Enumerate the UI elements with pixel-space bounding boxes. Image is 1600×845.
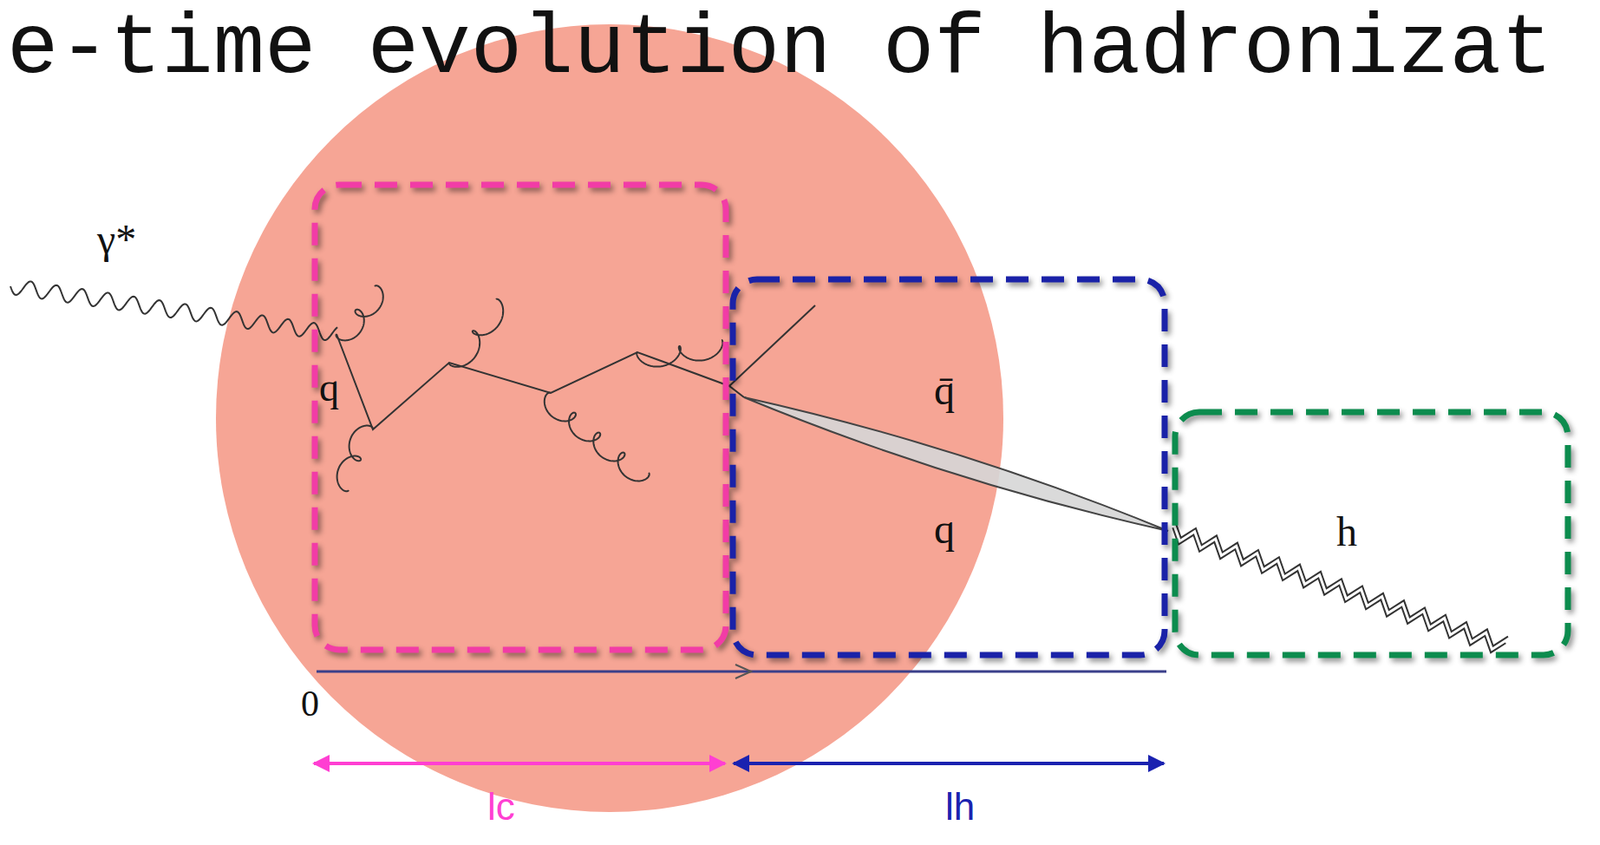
gluon-line bbox=[544, 392, 650, 482]
dashed-region-box: q bbox=[311, 181, 730, 654]
dashed-border bbox=[1175, 411, 1568, 655]
length-arrow bbox=[313, 761, 725, 765]
axis-arrowhead bbox=[735, 664, 752, 679]
highlight-circle bbox=[215, 24, 1004, 812]
photon-label: γ* bbox=[97, 218, 137, 261]
particle-label: q bbox=[319, 367, 340, 408]
particle-lines bbox=[10, 280, 1509, 653]
quark-line bbox=[729, 305, 816, 386]
particle-label: q̄ bbox=[933, 369, 955, 412]
slide-title: e-time evolution of hadronizat bbox=[6, 6, 1553, 93]
axis-line bbox=[316, 670, 1167, 673]
particle-label: q bbox=[933, 508, 955, 550]
particle-label: h bbox=[1336, 510, 1358, 553]
photon-line bbox=[10, 280, 338, 340]
length-label: lc bbox=[487, 787, 516, 826]
quark-line bbox=[336, 333, 745, 430]
dashed-region-box: h bbox=[1171, 408, 1572, 659]
string-tube bbox=[744, 397, 1169, 531]
length-label: lh bbox=[945, 787, 975, 826]
dashed-outline bbox=[311, 181, 730, 654]
gluon-line bbox=[336, 285, 384, 340]
dashed-outline bbox=[1171, 408, 1572, 659]
gluon-line bbox=[449, 299, 503, 367]
dashed-outline bbox=[729, 275, 1169, 659]
dashed-region-box: q̄ q bbox=[729, 275, 1169, 659]
dashed-border bbox=[732, 279, 1165, 655]
length-arrow bbox=[733, 761, 1164, 765]
gluon-line bbox=[636, 339, 723, 367]
dashed-border bbox=[314, 184, 726, 650]
gluon-line bbox=[337, 425, 373, 492]
axis-origin: 0 bbox=[300, 685, 320, 722]
